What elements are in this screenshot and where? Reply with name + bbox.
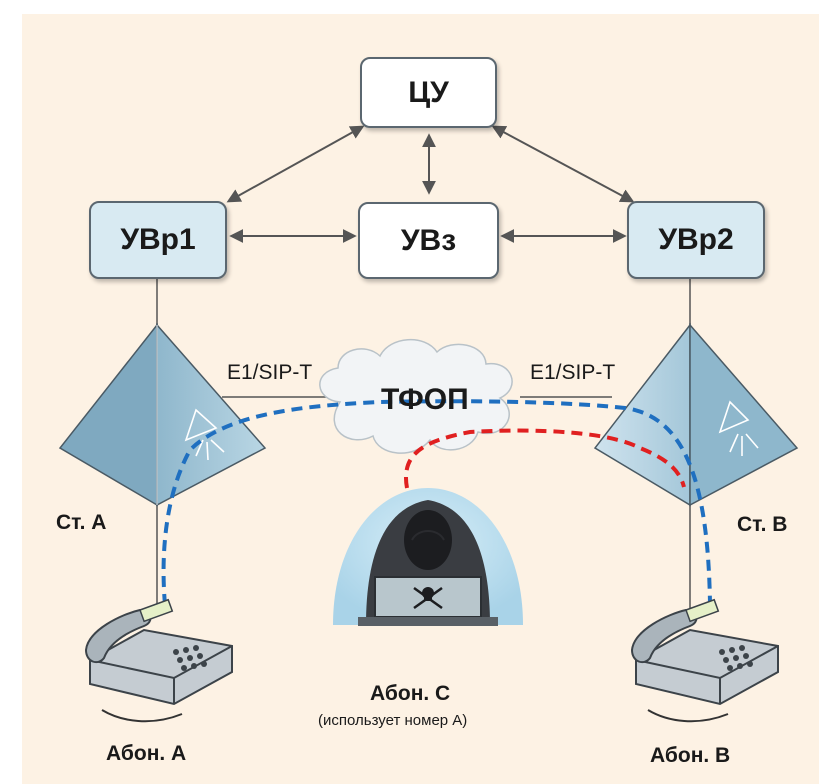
node-cu: ЦУ: [360, 57, 497, 128]
control-links: [226, 125, 635, 243]
subscriber-a-label: Абон. А: [106, 742, 187, 765]
skull-crossbones-icon: [413, 586, 443, 610]
node-uvz: УВз: [358, 202, 499, 279]
station-a-label: Ст. А: [56, 511, 107, 534]
pstn-cloud: [319, 338, 513, 454]
legit-call-path: [161, 399, 712, 606]
link-cu-uvr1: [226, 125, 365, 203]
link-cu-uvr2: [491, 125, 635, 203]
node-uvr2-label: УВр2: [658, 223, 734, 256]
station-a-pyramid: [58, 322, 267, 507]
subscriber-c-label: Абон. С: [370, 682, 451, 705]
switch-symbol-icon: [718, 400, 759, 456]
trunk-left-label: E1/SIP-T: [227, 361, 313, 384]
subscriber-c-note: (использует номер А): [318, 712, 468, 729]
node-uvr1-label: УВр1: [120, 223, 196, 256]
switch-symbol-icon: [184, 408, 225, 461]
node-uvr2: УВр2: [627, 201, 765, 279]
pstn-cloud-label: ТФОП: [381, 383, 469, 416]
desk-phone-icon: [630, 598, 779, 723]
node-cu-label: ЦУ: [408, 75, 449, 109]
trunk-right-label: E1/SIP-T: [530, 361, 616, 384]
station-b-label: Ст. В: [737, 513, 788, 536]
desk-phone-icon: [84, 598, 233, 723]
subscriber-b-label: Абон. В: [650, 744, 731, 767]
hooded-hacker-icon: [333, 488, 523, 626]
node-uvr1: УВр1: [89, 201, 227, 279]
station-wiring: [156, 279, 691, 610]
node-uvz-label: УВз: [400, 223, 457, 257]
fraud-call-path: [403, 428, 686, 489]
